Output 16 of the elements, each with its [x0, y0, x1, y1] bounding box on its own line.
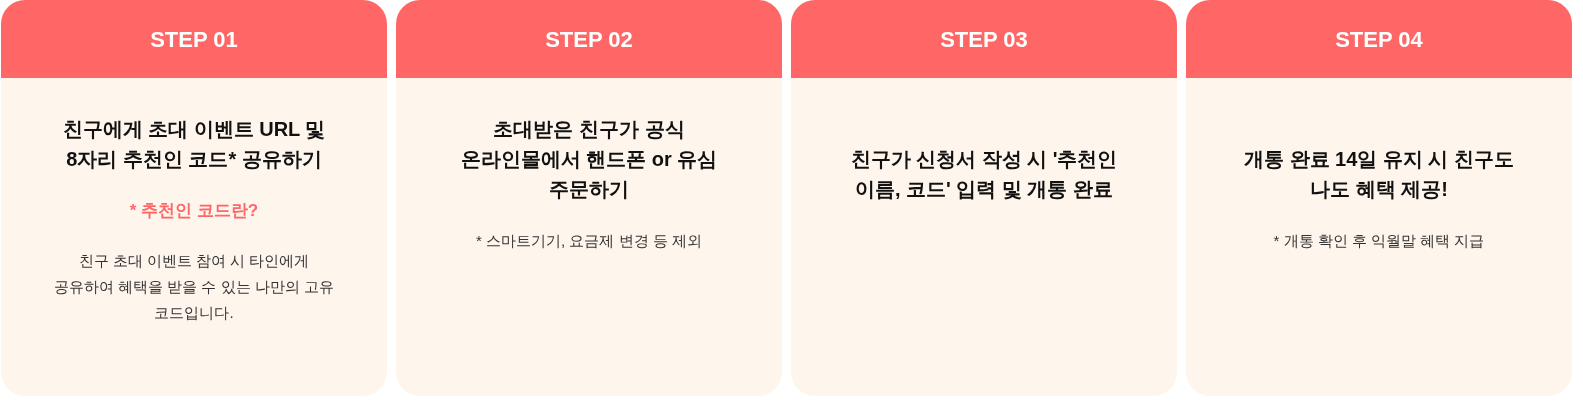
step-title: STEP 01	[150, 25, 238, 54]
step-title: STEP 02	[545, 25, 633, 54]
note-text: * 스마트기기, 요금제 변경 등 제외	[476, 231, 702, 251]
note-text: 친구 초대 이벤트 참여 시 타인에게 공유하여 혜택을 받을 수 있는 나만의 고유 코드입니다.	[53, 250, 335, 323]
highlight-note: * 추천인 코드란?	[129, 200, 259, 222]
step-card	[1186, 0, 1572, 396]
step-title: STEP 04	[1335, 25, 1423, 54]
step-title: STEP 03	[940, 25, 1028, 54]
step-card	[1, 0, 387, 396]
main-text: 개통 완료 14일 유지 시 친구도 나도 혜택 제공!	[1243, 147, 1515, 202]
main-text: 초대받은 친구가 공식 온라인몰에서 핸드폰 or 유심 주문하기	[459, 117, 719, 202]
main-text: 친구에게 초대 이벤트 URL 및 8자리 추천인 코드* 공유하기	[61, 117, 327, 172]
step-card	[791, 0, 1177, 396]
main-text: 친구가 신청서 작성 시 '추천인 이름, 코드' 입력 및 개통 완료	[849, 147, 1119, 202]
note-text: * 개통 확인 후 익월말 혜택 지급	[1273, 231, 1485, 251]
step-card	[396, 0, 782, 396]
